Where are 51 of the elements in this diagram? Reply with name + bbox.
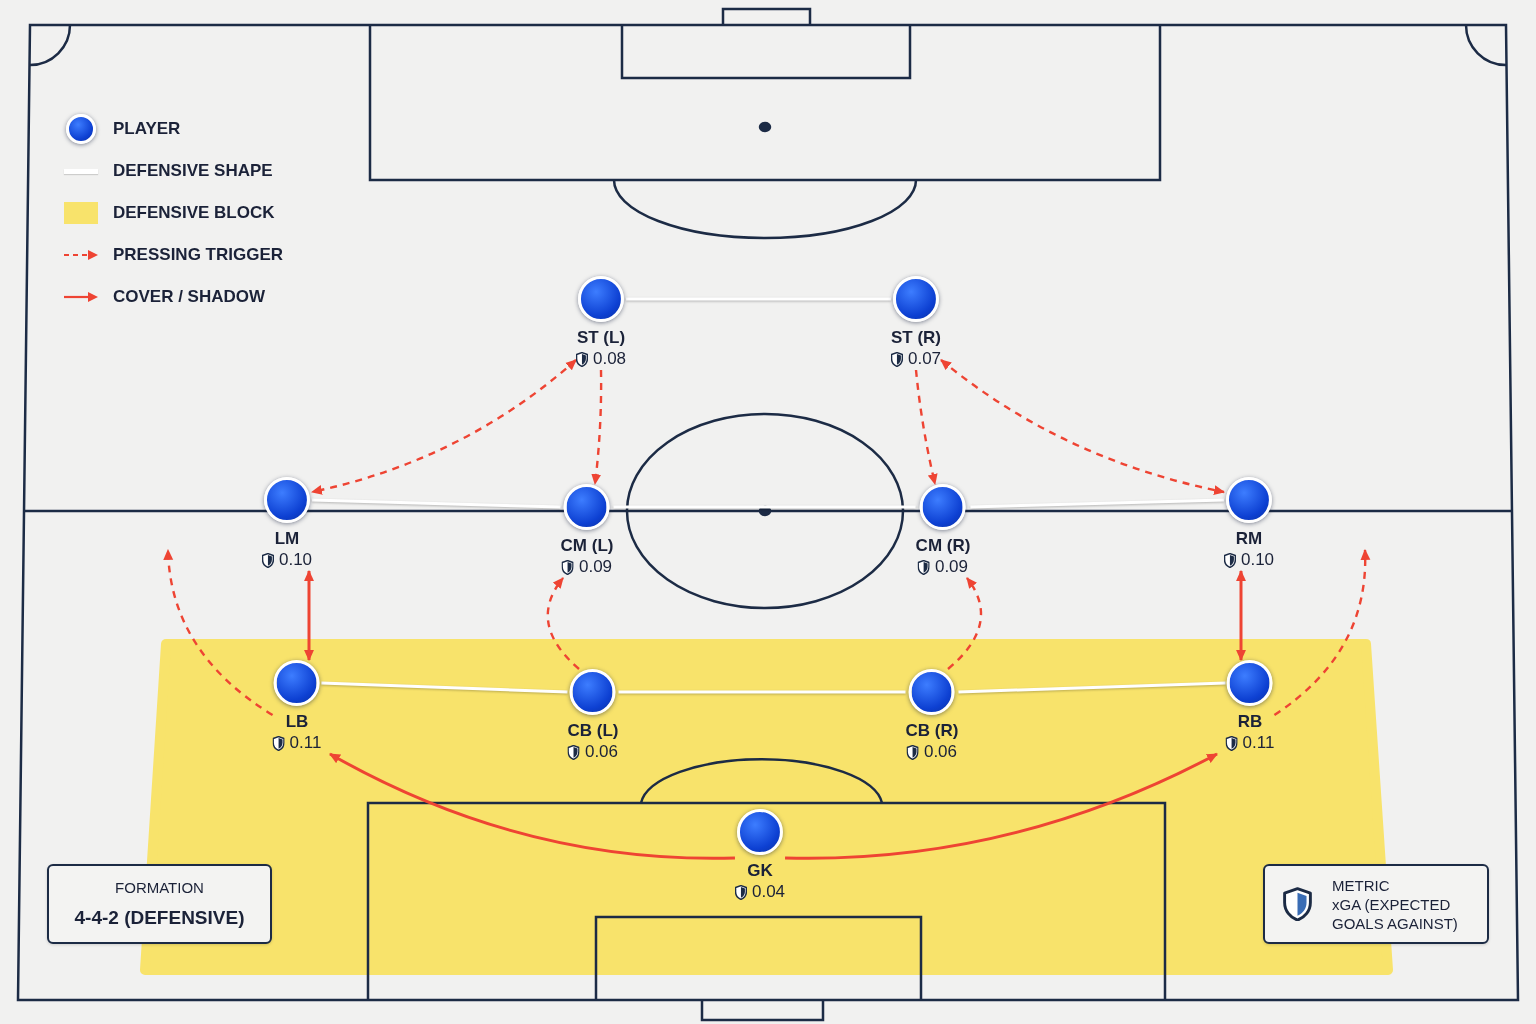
- shape-line: [958, 681, 1226, 694]
- xga-value: 0.08: [592, 348, 627, 370]
- xga-value: 0.11: [1242, 732, 1275, 754]
- arrow: [1236, 569, 1246, 662]
- xga-value: 0.10: [1240, 549, 1275, 571]
- dashed-arrow: [914, 369, 938, 486]
- xga-value: 0.09: [578, 556, 613, 578]
- card-heading: METRIC: [1332, 875, 1391, 895]
- formation-value: 4-4-2 (DEFENSIVE): [74, 906, 245, 930]
- legend-label: PRESSING TRIGGER: [113, 244, 284, 267]
- player-position-label: RB: [1237, 712, 1263, 732]
- legend-label: DEFENSIVE BLOCK: [113, 202, 275, 225]
- dashed-arrow: [163, 548, 274, 716]
- dashed-arrow: [311, 359, 577, 495]
- shape-line: [970, 498, 1224, 509]
- player-position-label: CM (L): [560, 536, 614, 556]
- xga-value: 0.06: [923, 741, 958, 763]
- player-position-label: ST (L): [576, 328, 626, 348]
- shape-line: [312, 498, 561, 509]
- arrow: [329, 752, 735, 860]
- shape-line: [618, 690, 906, 694]
- dashed-arrow: [591, 370, 603, 486]
- xga-value: 0.04: [751, 881, 786, 903]
- metric-card: [1263, 864, 1489, 944]
- formation-card: [47, 864, 272, 944]
- player-position-label: CB (L): [567, 721, 619, 741]
- dashed-arrow: [947, 577, 983, 670]
- legend-label: DEFENSIVE SHAPE: [113, 160, 273, 183]
- player-position-label: CM (R): [915, 536, 971, 556]
- xga-value: 0.06: [584, 741, 619, 763]
- shape-line: [613, 505, 916, 509]
- player-position-label: ST (R): [890, 328, 941, 348]
- shape-line: [321, 681, 568, 694]
- player-position-label: CB (R): [905, 721, 959, 741]
- xga-value: 0.11: [289, 732, 322, 754]
- dashed-arrow: [546, 577, 580, 670]
- player-position-label: RM: [1235, 529, 1263, 549]
- player-position-label: LM: [274, 529, 300, 549]
- card-heading: FORMATION: [115, 878, 204, 898]
- dashed-arrow: [1273, 548, 1370, 716]
- xga-value: 0.07: [907, 348, 942, 370]
- arrow: [304, 569, 314, 662]
- xga-value: 0.09: [934, 556, 969, 578]
- arrow: [785, 752, 1218, 860]
- metric-description: xGA (EXPECTED GOALS AGAINST): [1332, 894, 1459, 933]
- xga-value: 0.10: [278, 549, 313, 571]
- legend-label: PLAYER: [113, 118, 181, 141]
- dashed-arrow: [940, 359, 1226, 495]
- player-position-label: LB: [285, 712, 309, 732]
- player-position-label: GK: [747, 861, 773, 881]
- legend-label: COVER / SHADOW: [113, 286, 266, 309]
